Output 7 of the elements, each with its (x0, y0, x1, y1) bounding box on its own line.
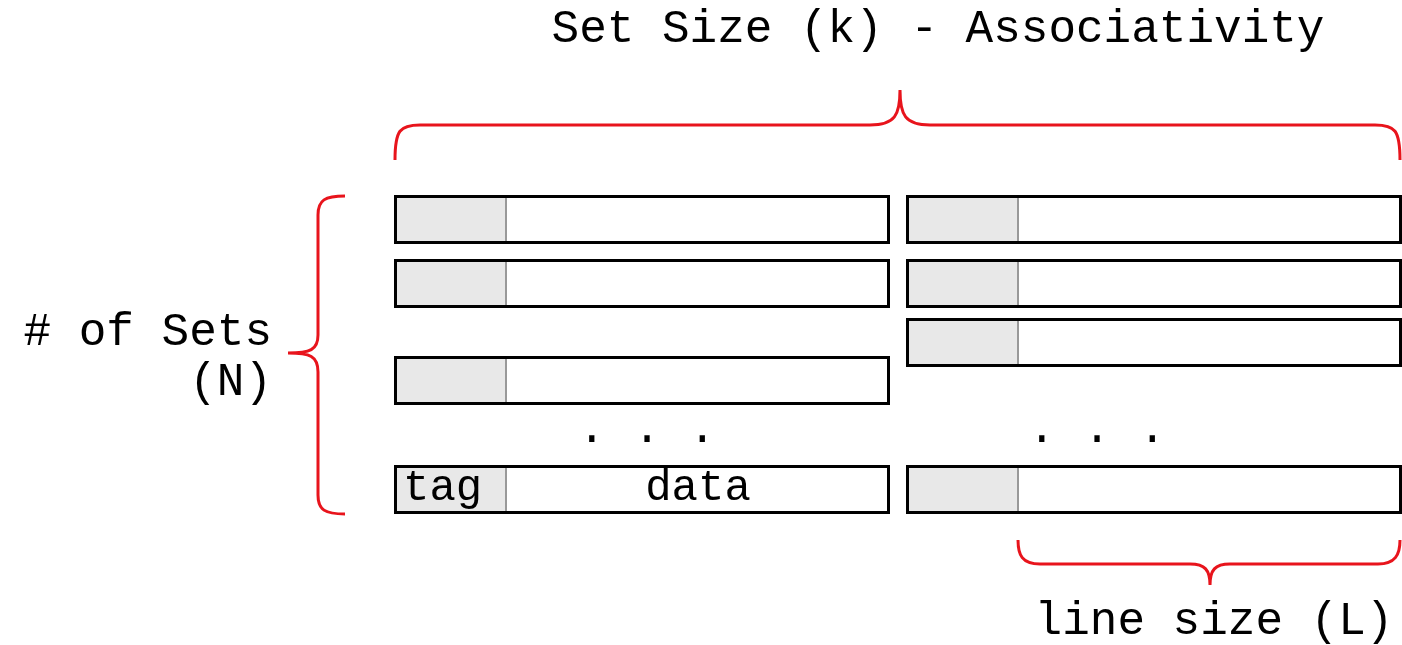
tag-label: tag (403, 463, 483, 513)
ellipsis: . . . (578, 405, 716, 455)
axis-label: # of Sets (N) (22, 308, 272, 408)
ellipsis: . . . (1028, 405, 1166, 455)
data-label: data (644, 468, 752, 509)
heading: Set Size (k) - Associativity (551, 5, 1325, 55)
axis-label: line size (L) (1034, 597, 1394, 645)
